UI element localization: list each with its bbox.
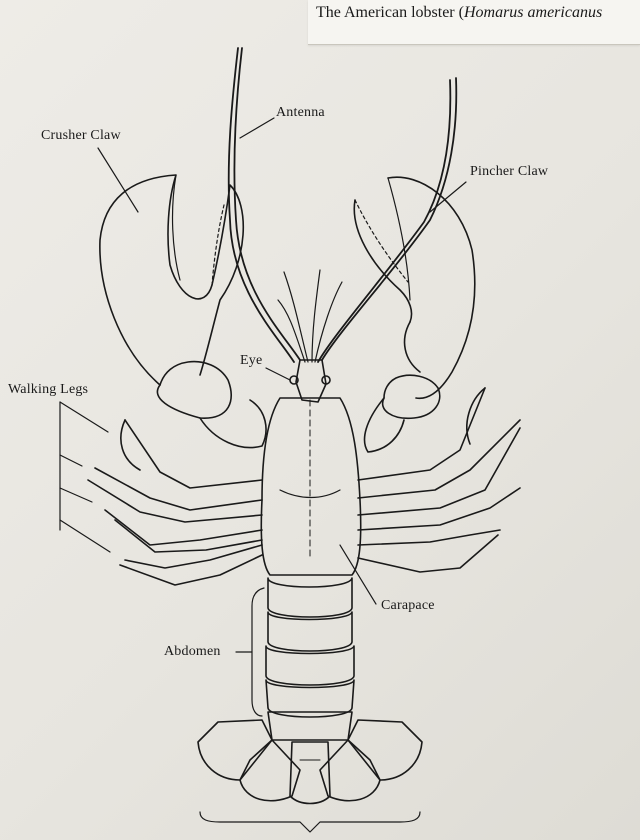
label-abdomen: Abdomen	[164, 644, 221, 659]
caption-species: Homarus americanus	[463, 4, 603, 21]
caption-prefix: The American lobster (	[316, 4, 464, 21]
carapace-shape	[260, 397, 362, 576]
label-pincher-claw: Pincher Claw	[470, 164, 549, 179]
label-carapace: Carapace	[381, 598, 435, 613]
label-eye: Eye	[240, 353, 263, 368]
pincher-claw	[353, 176, 476, 453]
crusher-claw	[99, 174, 267, 449]
label-walking-legs: Walking Legs	[8, 382, 89, 397]
label-crusher-claw: Crusher Claw	[41, 128, 121, 143]
leader-lines	[59, 117, 467, 833]
right-walking-legs	[357, 387, 521, 573]
left-walking-legs	[87, 419, 263, 586]
figure-caption: The American lobster (Homarus americanus	[316, 4, 602, 22]
label-antenna: Antenna	[276, 105, 325, 120]
antennae	[227, 47, 458, 363]
abdomen-segments	[265, 577, 355, 741]
tail-fan	[197, 719, 423, 805]
caption-strip	[308, 0, 640, 45]
head	[289, 359, 331, 403]
